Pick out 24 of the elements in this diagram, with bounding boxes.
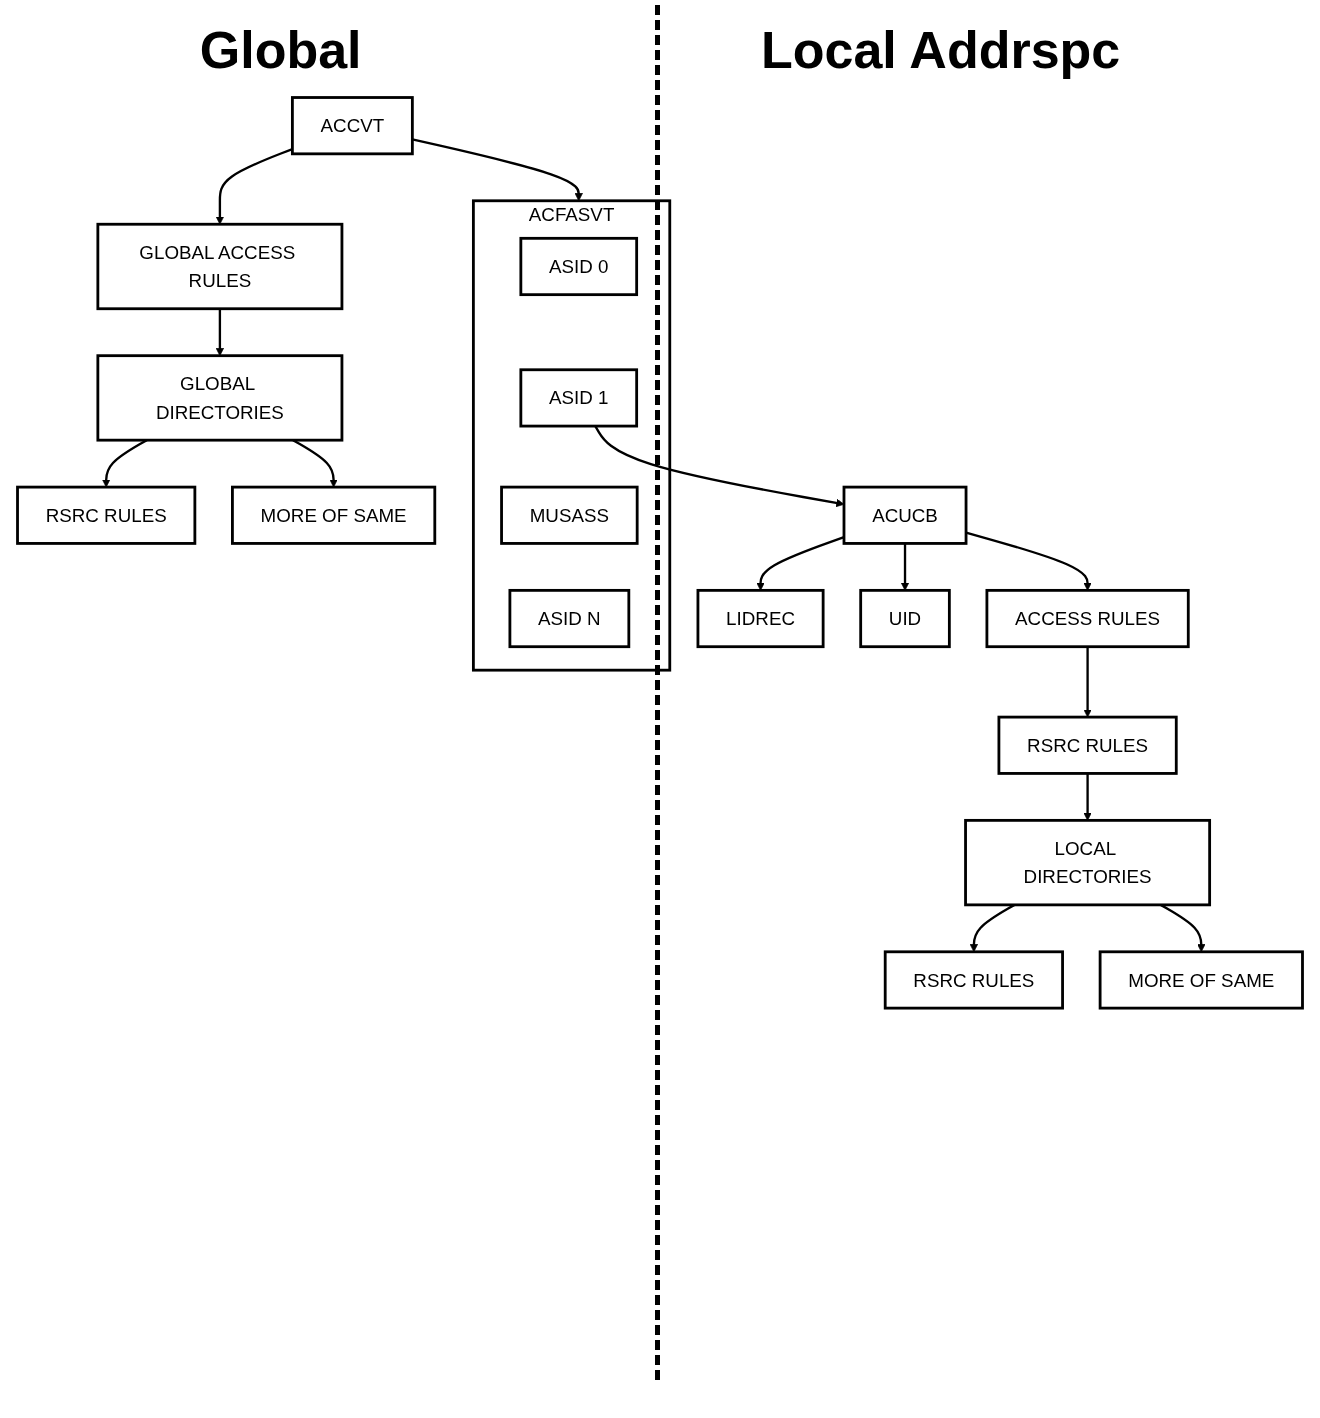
node-box: MORE OF SAME	[231, 485, 437, 545]
arrow	[900, 543, 910, 591]
node-box: ACCESS RULES	[985, 588, 1190, 649]
column-heading: Global	[199, 20, 362, 80]
column-heading: Local Addrspc	[761, 20, 1121, 80]
node-box: UID	[859, 588, 951, 649]
node-box: RSRC RULES	[997, 715, 1178, 775]
node-box: ASID N	[508, 588, 631, 649]
node-box: RSRC RULES	[883, 950, 1064, 1010]
node-box: ACCVT	[290, 96, 414, 156]
node-box: ASID 1	[519, 368, 639, 428]
node-box: ASID 0	[519, 236, 639, 297]
arrow	[215, 147, 293, 225]
node-box: GLOBAL DIRECTORIES	[96, 354, 344, 442]
node-box: LOCAL DIRECTORIES	[964, 818, 1212, 907]
node-box: MUSASS	[500, 485, 639, 545]
arrow	[1083, 773, 1092, 821]
node-box: RSRC RULES	[16, 485, 197, 545]
arrow	[1083, 646, 1092, 718]
node-box: GLOBAL ACCESS RULES	[96, 222, 344, 311]
node-box: ACUCB	[842, 485, 968, 545]
node-box: MORE OF SAME	[1098, 950, 1304, 1010]
arrow	[412, 138, 583, 202]
node-box: LIDREC	[696, 588, 825, 649]
